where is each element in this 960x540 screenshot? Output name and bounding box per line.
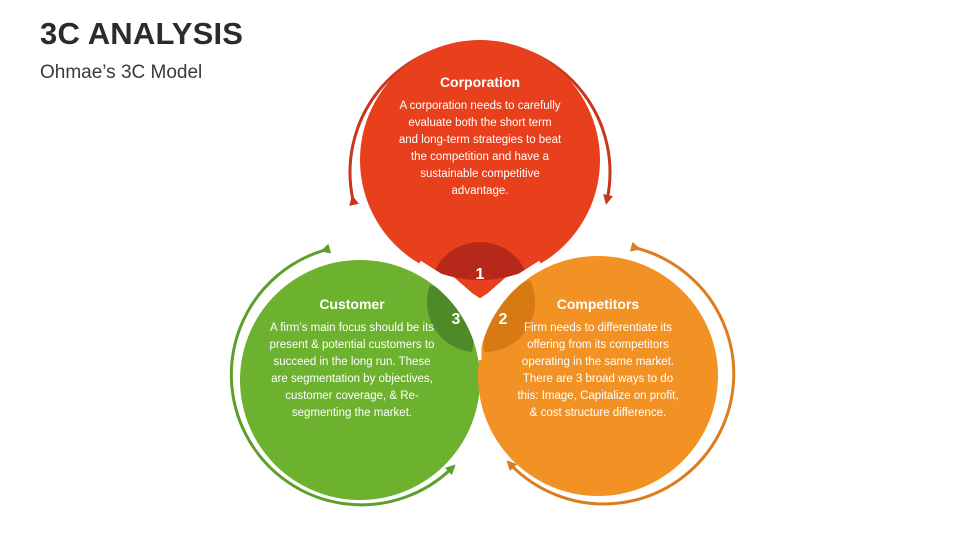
- competitors-number: 2: [498, 311, 508, 328]
- page-title: 3C ANALYSIS: [40, 16, 244, 51]
- competitors-cycle-arrow: [506, 241, 736, 506]
- corporation-heading: Corporation: [439, 74, 521, 90]
- customer-cycle-arrow: [229, 243, 456, 507]
- corporation-number: 1: [475, 266, 485, 283]
- corporation-block: Corporation A corporation needs to caref…: [398, 74, 562, 200]
- competitors-text: Firm needs to differentiate its offering…: [517, 322, 679, 419]
- competitors-circle: [478, 256, 718, 496]
- corporation-text: A corporation needs to carefully evaluat…: [398, 100, 562, 197]
- customer-block: Customer A firm’s main focus should be i…: [264, 296, 440, 422]
- center-separators: [419, 260, 541, 360]
- competitors-heading: Competitors: [556, 296, 640, 312]
- customer-number: 3: [451, 311, 461, 328]
- page-subtitle: Ohmae’s 3C Model: [40, 62, 203, 83]
- corporation-overlap: [430, 242, 530, 280]
- customer-heading: Customer: [319, 296, 385, 312]
- customer-text: A firm’s main focus should be its presen…: [269, 322, 435, 419]
- corporation-circle: [360, 40, 600, 280]
- customer-circle: [240, 260, 480, 500]
- competitors-block: Competitors Firm needs to differentiate …: [514, 296, 682, 422]
